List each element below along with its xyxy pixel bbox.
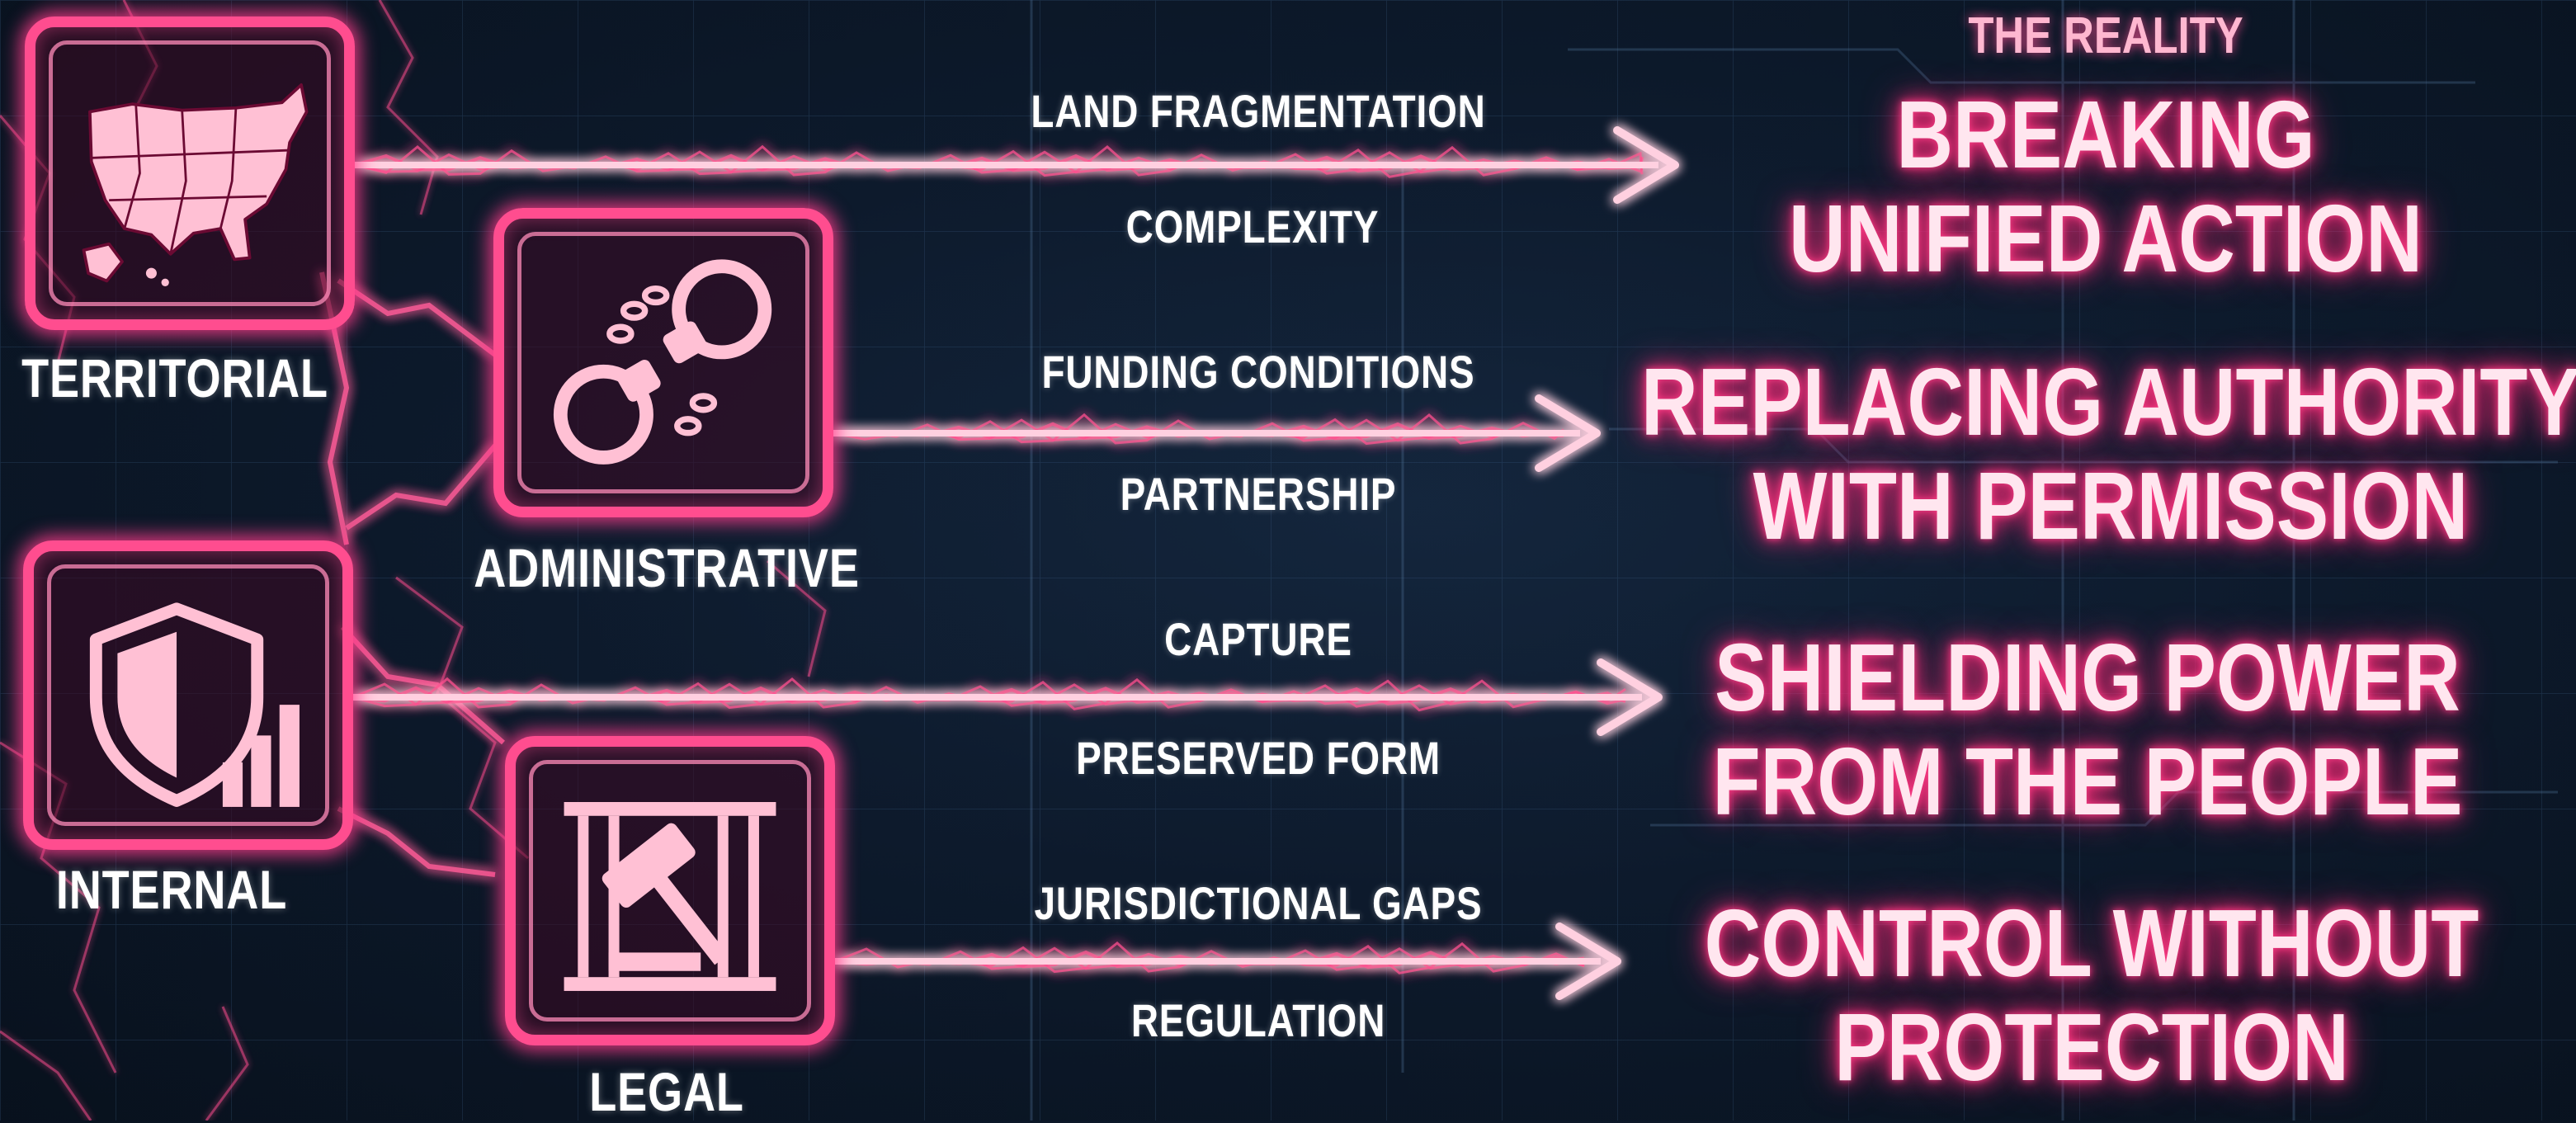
flow-label-funding-conditions: FUNDING CONDITIONS (1041, 346, 1475, 398)
outcome-line: WITH PERMISSION (1753, 452, 2469, 559)
flow-label-capture: CAPTURE (1164, 613, 1352, 665)
handcuffs-icon (553, 259, 772, 465)
us-map-icon (82, 83, 309, 286)
outcome-line: REPLACING AUTHORITY (1641, 348, 2576, 455)
outcome-shielding-power: SHIELDING POWER FROM THE PEOPLE (1713, 625, 2463, 833)
flow-label-jurisdictional-gaps: JURISDICTIONAL GAPS (1034, 877, 1483, 929)
outcome-control-without-protection: CONTROL WITHOUT PROTECTION (1705, 891, 2479, 1099)
arrowhead (1555, 922, 1621, 1000)
flow-label-preserved-form: PRESERVED FORM (1076, 732, 1441, 784)
node-connector-bolts (319, 271, 505, 877)
outcome-line: CONTROL WITHOUT (1704, 889, 2479, 997)
arrowhead (1597, 658, 1663, 736)
node-label-administrative: ADMINISTRATIVE (474, 537, 860, 598)
arrowhead (1535, 394, 1601, 472)
outcome-line: FROM THE PEOPLE (1712, 728, 2463, 835)
arrow-territorial (354, 126, 1679, 204)
circuit-traces (1030, 0, 2558, 1121)
legal-node (505, 736, 835, 1045)
node-label-territorial: TERRITORIAL (21, 347, 328, 408)
reality-heading: THE REALITY (1968, 7, 2243, 64)
arrow-administrative (833, 394, 1601, 472)
outcome-line: BREAKING (1896, 81, 2315, 188)
arrow-internal (352, 658, 1663, 736)
arrowhead (1613, 126, 1679, 204)
lightning-strand (833, 413, 1565, 446)
flow-arrows (352, 126, 1679, 1000)
flow-label-partnership: PARTNERSHIP (1120, 468, 1397, 520)
flow-label-land-fragmentation: LAND FRAGMENTATION (1031, 85, 1486, 137)
administrative-node (493, 208, 833, 517)
node-label-internal: INTERNAL (55, 859, 288, 920)
outcome-breaking-unified-action: BREAKING UNIFIED ACTION (1789, 83, 2423, 290)
arrow-legal (834, 922, 1621, 1000)
internal-node (23, 540, 353, 850)
outcome-line: UNIFIED ACTION (1789, 185, 2423, 292)
flow-label-complexity: COMPLEXITY (1125, 201, 1380, 252)
gavel-cage-icon (564, 802, 776, 991)
shield-bar-chart-icon (89, 602, 300, 807)
outcome-line: PROTECTION (1834, 993, 2349, 1101)
territorial-node (25, 17, 355, 330)
node-label-legal: LEGAL (589, 1061, 744, 1122)
outcome-line: SHIELDING POWER (1715, 624, 2460, 731)
flow-label-regulation: REGULATION (1130, 994, 1386, 1046)
outcome-replacing-authority: REPLACING AUTHORITY WITH PERMISSION (1641, 350, 2576, 558)
